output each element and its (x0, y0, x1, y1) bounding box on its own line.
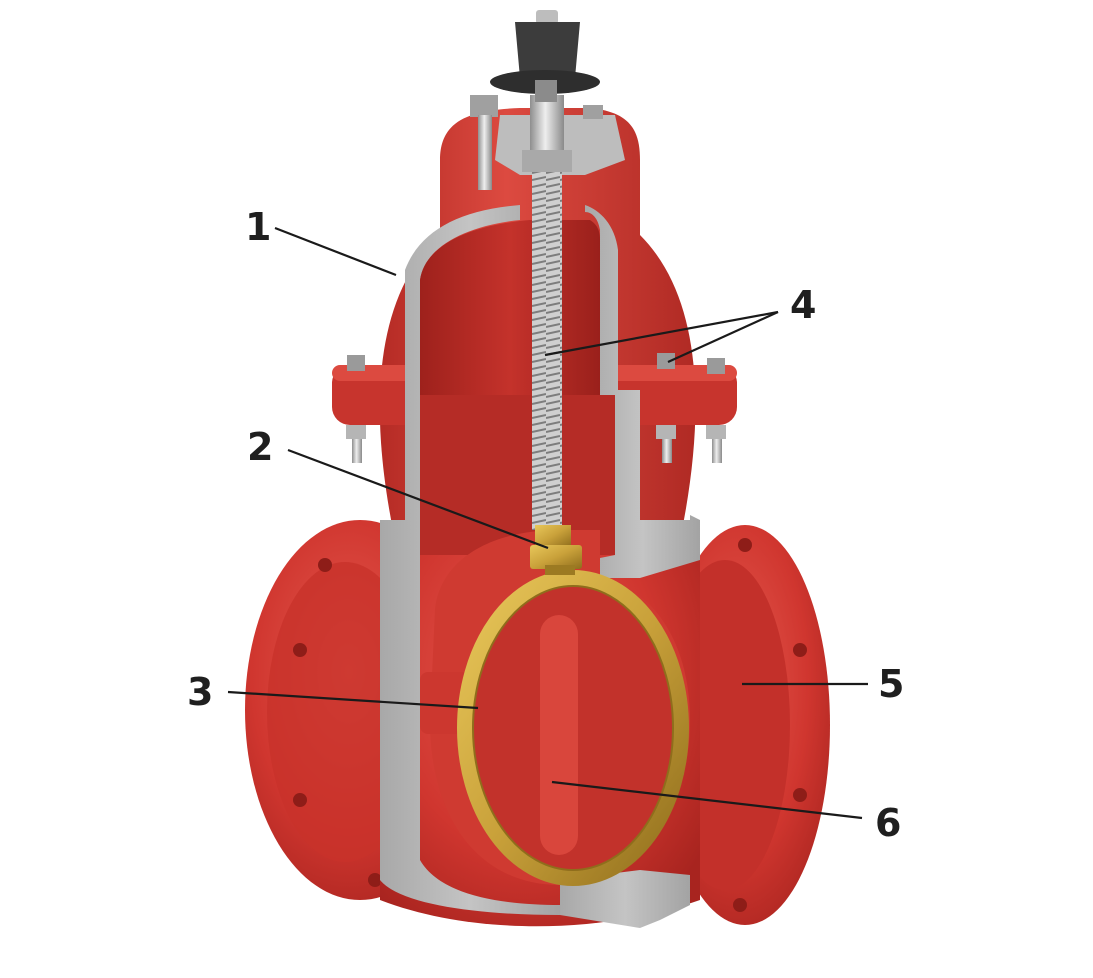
callout-6: 6 (875, 801, 901, 845)
callout-3: 3 (187, 670, 213, 714)
callout-4: 4 (790, 283, 816, 327)
callout-5: 5 (878, 662, 904, 706)
cutaway-section (380, 115, 700, 928)
stem-nut (530, 525, 582, 575)
leader-2 (287, 448, 549, 550)
leader-4a (544, 310, 779, 357)
top-studs (470, 95, 603, 190)
callout-1: 1 (245, 205, 271, 249)
leader-3 (227, 690, 479, 710)
callout-2: 2 (247, 425, 273, 469)
leader-1 (274, 226, 397, 277)
leader-6 (551, 780, 863, 820)
leader-lines (227, 226, 868, 820)
bonnet-bolts (346, 353, 726, 463)
seat-ring (457, 570, 689, 886)
leader-4b (667, 310, 779, 364)
callout-labels: 1 2 3 4 5 6 (187, 205, 904, 845)
stem (522, 95, 572, 530)
inner-cavity (420, 220, 615, 555)
operating-nut (490, 10, 600, 102)
